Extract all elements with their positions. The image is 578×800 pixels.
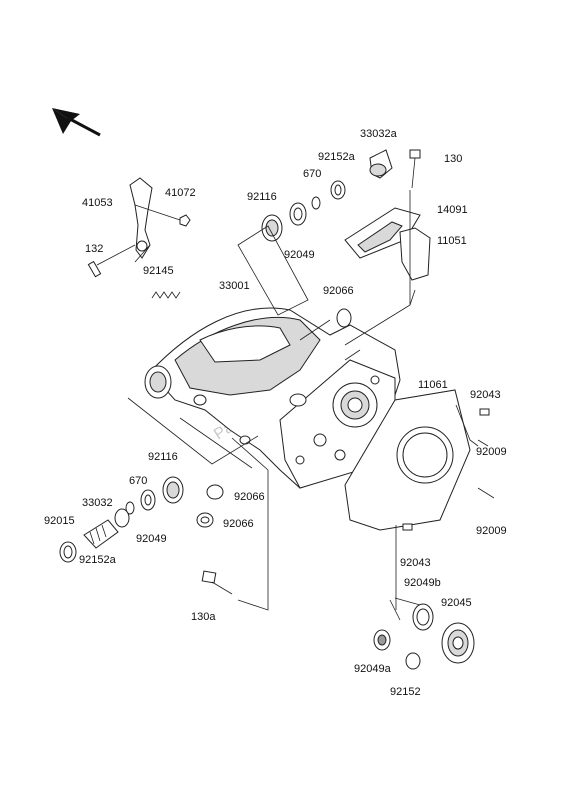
bearing-92045 (441, 622, 475, 664)
nut-41072 (179, 214, 191, 227)
label-92116-top: 92116 (247, 191, 277, 203)
label-33001: 33001 (219, 280, 250, 292)
label-92066-mid: 92066 (234, 491, 265, 503)
label-33032: 33032 (82, 497, 113, 509)
label-92049-top: 92049 (284, 249, 315, 261)
label-92049a: 92049a (354, 663, 392, 675)
label-130a: 130a (191, 611, 216, 623)
bolt-130a (201, 570, 233, 595)
bolt-130 (409, 149, 421, 189)
collar-92066-top (336, 308, 352, 328)
ring-92152a-top (330, 180, 346, 200)
label-92043-top: 92043 (470, 389, 501, 401)
bearing-92049-top (289, 202, 307, 226)
seal-92049b (412, 603, 434, 631)
arrow-up-left-icon (52, 108, 101, 137)
label-92066-top: 92066 (323, 285, 354, 297)
label-92066-low: 92066 (223, 518, 254, 530)
oil-seal-33032 (83, 508, 130, 549)
label-130: 130 (444, 153, 462, 165)
bearing-92116-bottom (162, 476, 184, 504)
leader-lines (127, 190, 479, 621)
label-670-bottom: 670 (129, 475, 147, 487)
label-92152a-top: 92152a (318, 151, 356, 163)
oil-seal-33032a (369, 149, 393, 179)
collar-92066-mid (206, 484, 224, 500)
label-92152a-bottom: 92152a (79, 554, 117, 566)
o-ring-670-top (311, 196, 321, 210)
pin-92043-bottom (402, 523, 413, 531)
label-11061: 11061 (418, 379, 448, 391)
bearing-92049-bottom (140, 489, 156, 511)
ring-92152 (405, 652, 421, 670)
label-41072: 41072 (165, 187, 196, 199)
o-ring-670-bottom (125, 501, 135, 515)
label-92043-bottom: 92043 (400, 557, 431, 569)
label-92145: 92145 (143, 265, 174, 277)
label-33032a-top: 33032a (360, 128, 398, 140)
bolt-92009-a (477, 439, 489, 447)
label-92116-bottom: 92116 (148, 451, 178, 463)
gasket-hole-inner (402, 432, 448, 478)
bearing-92116-top (261, 214, 283, 242)
bolt-132 (87, 244, 136, 278)
pin-92043-top (479, 408, 490, 416)
bolt-92009-b (477, 487, 495, 499)
label-11051: 11051 (437, 235, 467, 247)
label-92152: 92152 (390, 686, 421, 698)
label-92015: 92015 (44, 515, 75, 527)
label-92009-a: 92009 (476, 446, 507, 458)
label-92049-bottom: 92049 (136, 533, 167, 545)
seal-92049a (373, 629, 391, 651)
label-670-top: 670 (303, 168, 321, 180)
label-41053: 41053 (82, 197, 113, 209)
label-92049b: 92049b (404, 577, 441, 589)
part-labels: 33032a 92152a 130 670 92116 14091 11051 … (44, 128, 507, 698)
label-92009-b: 92009 (476, 525, 507, 537)
spring-92145 (151, 291, 181, 299)
guard-14091 (344, 207, 421, 259)
label-92045: 92045 (441, 597, 472, 609)
bracket-11051 (399, 227, 431, 281)
label-132: 132 (85, 243, 103, 255)
collar-92066-low (196, 512, 214, 528)
ring-92015 (59, 541, 77, 563)
label-14091: 14091 (437, 204, 468, 216)
